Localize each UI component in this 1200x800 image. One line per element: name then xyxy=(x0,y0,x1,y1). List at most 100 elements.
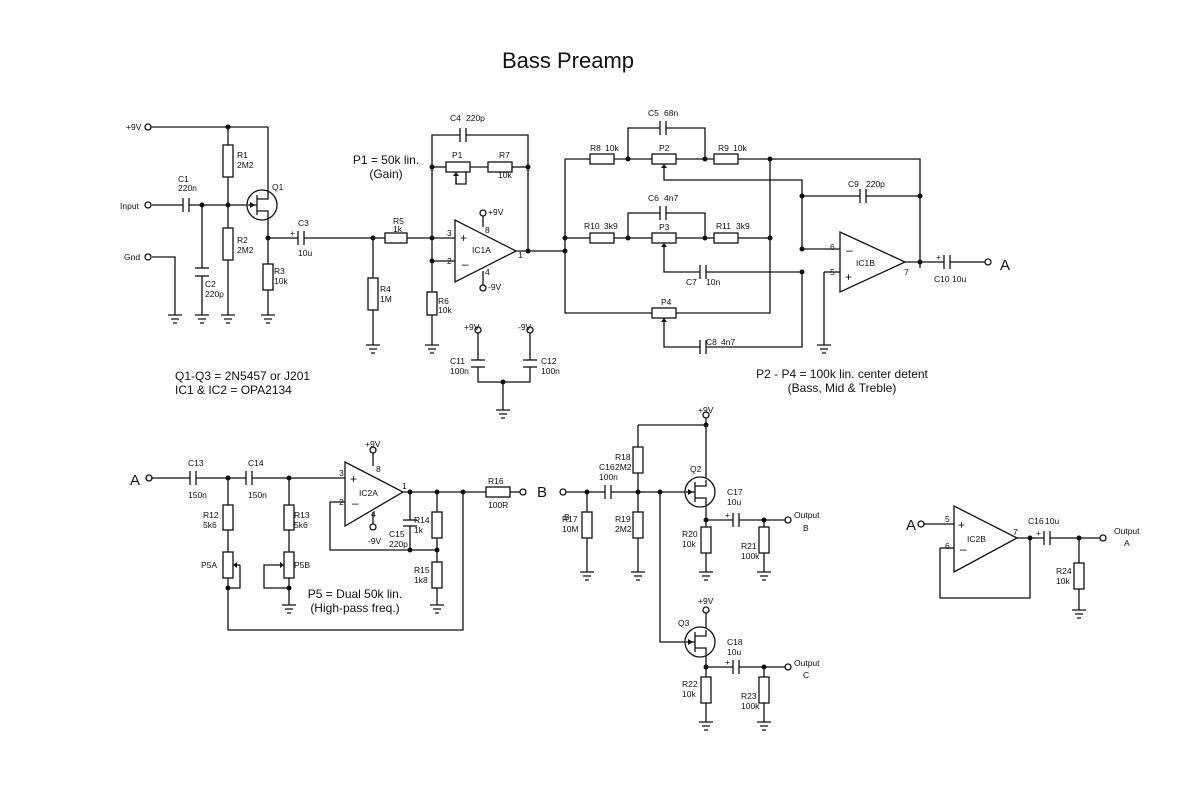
svg-text:+: + xyxy=(958,518,965,532)
component-label: 10k xyxy=(605,143,619,153)
r8-resistor xyxy=(589,153,615,165)
svg-text:–: – xyxy=(462,257,469,271)
component-label: 1M xyxy=(380,294,392,304)
component-label: 150n xyxy=(248,490,267,500)
component-label: 10n xyxy=(706,277,720,287)
p1-potentiometer xyxy=(445,161,471,173)
note-tone: (Bass, Mid & Treble) xyxy=(788,381,897,395)
component-label: 220p xyxy=(866,179,885,189)
component-label: 68n xyxy=(664,108,678,118)
component-label: 5k6 xyxy=(294,520,308,530)
component-label: 10k xyxy=(682,539,696,549)
component-label: C9 xyxy=(848,179,859,189)
component-label: 1k xyxy=(393,224,403,234)
component-label: IC1B xyxy=(856,258,875,268)
p3-potentiometer xyxy=(651,232,677,244)
r16-resistor xyxy=(485,486,511,498)
component-label: 2M2 xyxy=(237,245,254,255)
component-label: IC2A xyxy=(359,488,378,498)
r11-resistor xyxy=(713,232,739,244)
component-label: B xyxy=(803,523,809,533)
component-label: R19 xyxy=(615,514,631,524)
q3-jfet xyxy=(684,626,716,658)
note-parts: Q1-Q3 = 2N5457 or J201 xyxy=(175,369,310,383)
r9-resistor xyxy=(713,153,739,165)
r3-resistor xyxy=(262,263,274,291)
component-label: P2 xyxy=(659,143,670,153)
component-label: R21 xyxy=(741,541,757,551)
component-label: A xyxy=(1124,538,1130,548)
r15-resistor xyxy=(431,561,443,589)
component-label: 2M2 xyxy=(615,524,632,534)
component-label: R16 xyxy=(488,476,504,486)
component-label: C13 xyxy=(188,458,204,468)
component-label: 5k6 xyxy=(203,520,217,530)
note-parts: IC1 & IC2 = OPA2134 xyxy=(175,383,292,397)
component-label: 6 xyxy=(830,242,835,252)
p4-potentiometer xyxy=(651,307,677,319)
component-label: Gnd xyxy=(124,252,140,262)
r22-resistor xyxy=(700,676,712,704)
component-label: 10M xyxy=(562,524,579,534)
note-p1: P1 = 50k lin. xyxy=(353,153,419,167)
r2-resistor xyxy=(222,227,234,261)
component-label: 100n xyxy=(450,366,469,376)
component-label: Output xyxy=(794,510,820,520)
component-label: 7 xyxy=(904,267,909,277)
component-label: 10u xyxy=(952,274,966,284)
component-label: 1k xyxy=(414,525,424,535)
component-label: 4 xyxy=(371,509,376,519)
component-label: R5 xyxy=(393,216,404,226)
q1-jfet xyxy=(246,189,278,221)
component-label: C6 xyxy=(648,193,659,203)
ic1b-opamp xyxy=(839,230,907,294)
component-label: Q1 xyxy=(272,182,284,192)
component-label: R2 xyxy=(237,235,248,245)
component-label: 100R xyxy=(488,500,508,510)
component-label: R12 xyxy=(203,510,219,520)
svg-text:+: + xyxy=(290,228,295,238)
component-label: A xyxy=(906,517,916,534)
component-label: R15 xyxy=(414,565,430,575)
components: + + + + + xyxy=(144,121,1107,731)
component-label: A xyxy=(1000,257,1010,274)
component-label: 220p xyxy=(205,289,224,299)
component-label: 1 xyxy=(402,481,407,491)
component-label: 10k xyxy=(1056,576,1070,586)
component-label: 3 xyxy=(447,228,452,238)
component-label: R18 xyxy=(615,452,631,462)
component-label: C7 xyxy=(686,277,697,287)
component-label: +9V xyxy=(126,122,142,132)
component-label: R24 xyxy=(1056,566,1072,576)
wires xyxy=(150,126,1100,722)
r20-resistor xyxy=(700,526,712,554)
component-label: +9V xyxy=(365,439,381,449)
component-label: R6 xyxy=(438,296,449,306)
component-label: 2 xyxy=(447,256,452,266)
svg-text:+: + xyxy=(845,270,852,284)
r19-resistor xyxy=(632,511,644,539)
component-label: R10 xyxy=(584,221,600,231)
component-label: +9V xyxy=(464,322,480,332)
component-label: -9V xyxy=(518,322,532,332)
component-label: 10u xyxy=(298,248,312,258)
component-label: P5B xyxy=(294,560,310,570)
component-label: R17 xyxy=(562,514,578,524)
component-label: 10k xyxy=(438,305,452,315)
component-label: 10k xyxy=(733,143,747,153)
component-label: 2 xyxy=(339,497,344,507)
component-label: 10k xyxy=(682,689,696,699)
ground-symbols xyxy=(168,314,1086,731)
note-p5: P5 = Dual 50k lin. xyxy=(308,587,402,601)
component-label: -9V xyxy=(368,536,382,546)
component-label: 4n7 xyxy=(721,337,735,347)
component-label: 8 xyxy=(485,225,490,235)
component-label: 5 xyxy=(945,514,950,524)
opamp-signs: +– –+ +– +– xyxy=(350,231,967,556)
component-label: 100n xyxy=(541,366,560,376)
r18-resistor xyxy=(632,446,644,474)
component-label: 3k9 xyxy=(604,221,618,231)
component-label: R3 xyxy=(274,266,285,276)
